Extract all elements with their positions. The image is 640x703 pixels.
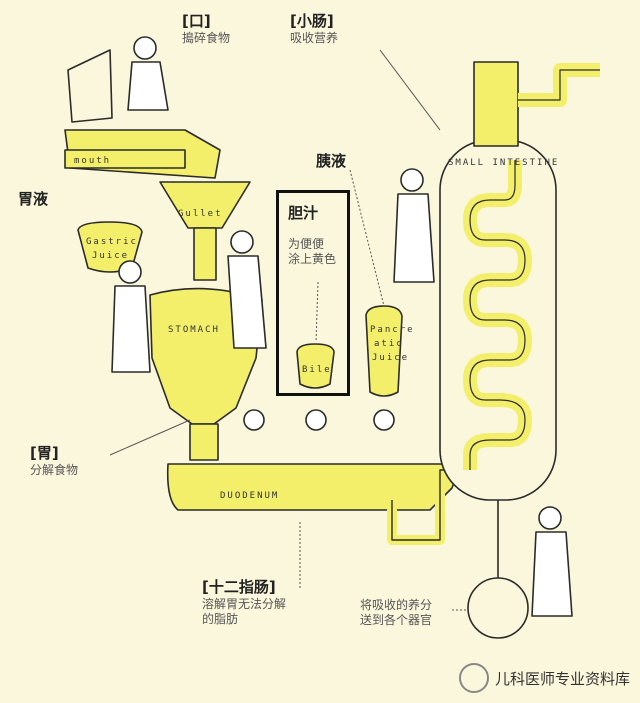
watermark: 儿科医师专业资料库: [459, 663, 630, 693]
stomach-leader-line: [110, 420, 190, 455]
pancreatic-tag-3: Juice: [372, 353, 409, 363]
mouth-comb: [68, 50, 112, 122]
pancreatic-worker-body: [394, 194, 434, 282]
mouth-label: [口] 搗碎食物: [182, 12, 230, 46]
bile-highlight-box: [276, 190, 350, 396]
watermark-text: 儿科医师专业资料库: [495, 668, 630, 689]
gullet-tag: Gullet: [178, 209, 223, 219]
pancreatic-juice-label: 胰液: [316, 152, 346, 171]
absorb-worker-head: [539, 507, 561, 529]
gastric-worker-head: [119, 261, 141, 283]
duodenum-desc-line2: 的脂肪: [202, 612, 286, 627]
pancreatic-leader-line: [350, 170, 384, 306]
pancreatic-tag-1: Pancre: [370, 325, 415, 335]
gastric-juice-label: 胃液: [18, 190, 48, 209]
mouth-desc: 搗碎食物: [182, 31, 230, 46]
stomach-title: [胃]: [30, 444, 78, 463]
absorb-desc-line2: 送到各个器官: [360, 613, 432, 628]
mouth-title: [口]: [182, 12, 230, 31]
pancreatic-tag-2: atic: [374, 339, 404, 349]
small-intestine-desc: 吸收营养: [290, 31, 338, 46]
stomach-desc: 分解食物: [30, 463, 78, 478]
duodenum-desc-line1: 溶解胃无法分解: [202, 597, 286, 612]
gullet-tube: [194, 228, 216, 280]
stomach-label: [胃] 分解食物: [30, 444, 78, 478]
small-intestine-title: [小肠]: [290, 12, 338, 31]
duodenum-label: [十二指肠] 溶解胃无法分解 的脂肪: [202, 578, 286, 627]
duodenum-title: [十二指肠]: [202, 578, 286, 597]
nutrient-flask: [468, 578, 528, 638]
gullet-funnel: [160, 182, 250, 228]
intestine-outlet-pipe: [518, 70, 600, 100]
absorb-worker-body: [532, 532, 572, 616]
intestine-pump: [474, 62, 518, 146]
duodenum-tray: [168, 464, 456, 510]
stomach-worker-head: [231, 231, 253, 253]
pancreatic-worker-head: [401, 169, 423, 191]
gastric-worker-body: [112, 286, 150, 372]
duodenum-worker-2-head: [306, 410, 326, 430]
duodenum-worker-1-head: [244, 410, 264, 430]
absorb-label: 将吸收的养分 送到各个器官: [360, 598, 432, 628]
stomach-worker-body: [228, 256, 266, 348]
mouth-worker-head: [134, 37, 156, 59]
gastric-tag-2: Juice: [92, 251, 129, 261]
stomach-outlet: [190, 424, 218, 460]
mouth-tag: mouth: [74, 156, 111, 166]
absorb-desc-line1: 将吸收的养分: [360, 598, 432, 613]
mouth-worker-body: [128, 62, 168, 110]
wechat-icon: [459, 663, 489, 693]
gastric-tag-1: Gastric: [86, 237, 138, 247]
pancreatic-bottle: [366, 306, 402, 396]
stomach-tag: STOMACH: [168, 325, 220, 335]
intestine-tag: SMALL INTESTINE: [448, 158, 559, 168]
duodenum-tag: DUODENUM: [220, 491, 279, 501]
intestine-leader-line: [380, 50, 440, 130]
small-intestine-label: [小肠] 吸收营养: [290, 12, 338, 46]
duodenum-worker-3-head: [374, 410, 394, 430]
